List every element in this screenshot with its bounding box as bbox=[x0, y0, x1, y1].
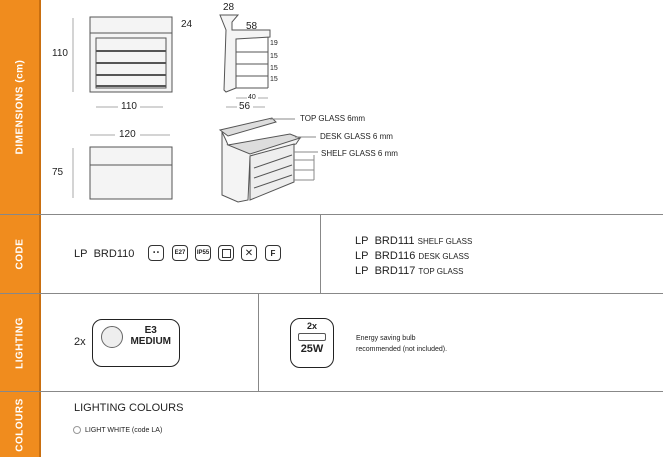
accessory-item: LP BRD116 DESK GLASS bbox=[355, 250, 470, 262]
dim-label: 110 bbox=[52, 48, 68, 59]
section-code: CODE bbox=[0, 215, 41, 293]
section-colours: COLOURS bbox=[0, 392, 41, 457]
e27-bulb-icon: E27 bbox=[172, 245, 188, 261]
colours-title: LIGHTING COLOURS bbox=[74, 402, 184, 414]
dim-label: 56 bbox=[239, 101, 251, 112]
ip55-icon: IP55 bbox=[195, 245, 211, 261]
dim-label: 28 bbox=[223, 2, 235, 13]
socket-type: E3 bbox=[144, 325, 157, 336]
cfl-bulb-icon bbox=[298, 333, 326, 341]
class-ii-icon: • • bbox=[148, 245, 164, 261]
dim-label: 19 bbox=[270, 40, 278, 47]
divider bbox=[320, 214, 321, 293]
product-code: LP BRD110 bbox=[74, 248, 135, 260]
glass-label: SHELF GLASS 6 mm bbox=[321, 149, 398, 158]
accessory-item: LP BRD111 SHELF GLASS bbox=[355, 235, 473, 247]
bulb-watt: 25W bbox=[300, 343, 324, 355]
section-label: CODE bbox=[14, 238, 25, 270]
dim-label: 15 bbox=[270, 53, 278, 60]
socket-icon bbox=[101, 326, 123, 348]
accessory-list: LP BRD111 SHELF GLASS LP BRD116 DESK GLA… bbox=[355, 234, 472, 279]
double-insulation-icon bbox=[218, 245, 234, 261]
divider bbox=[0, 391, 663, 392]
bulb-qty: 2x bbox=[306, 321, 317, 331]
bulb-badge: 2x 25W bbox=[290, 318, 334, 368]
radio-icon[interactable] bbox=[73, 426, 81, 434]
socket-size: MEDIUM bbox=[130, 336, 171, 347]
divider bbox=[258, 293, 259, 391]
divider bbox=[0, 293, 663, 294]
dim-label: 40 bbox=[248, 94, 256, 101]
dim-label: 58 bbox=[246, 21, 258, 32]
dim-label: 75 bbox=[52, 167, 64, 178]
glass-label: TOP GLASS 6mm bbox=[300, 114, 366, 123]
section-label: LIGHTING bbox=[14, 316, 25, 369]
socket-qty: 2x bbox=[74, 336, 86, 348]
accessory-item: LP BRD117 TOP GLASS bbox=[355, 265, 464, 277]
dim-label: 15 bbox=[270, 76, 278, 83]
colour-option[interactable]: LIGHT WHITE (code LA) bbox=[73, 426, 162, 434]
glass-label: DESK GLASS 6 mm bbox=[320, 132, 393, 141]
divider bbox=[0, 214, 663, 215]
dim-label: 15 bbox=[270, 65, 278, 72]
weee-bin-icon: ✕ bbox=[241, 245, 257, 261]
section-label: COLOURS bbox=[14, 397, 25, 452]
dim-label: 120 bbox=[119, 129, 136, 140]
section-dimensions: DIMENSIONS (cm) bbox=[0, 0, 41, 214]
dim-label: 110 bbox=[121, 101, 137, 112]
dimension-drawings bbox=[72, 14, 318, 203]
colour-label: LIGHT WHITE (code LA) bbox=[85, 426, 163, 434]
dim-label: 24 bbox=[181, 19, 193, 30]
f-mark-icon: F bbox=[265, 245, 281, 261]
section-lighting: LIGHTING bbox=[0, 294, 41, 391]
